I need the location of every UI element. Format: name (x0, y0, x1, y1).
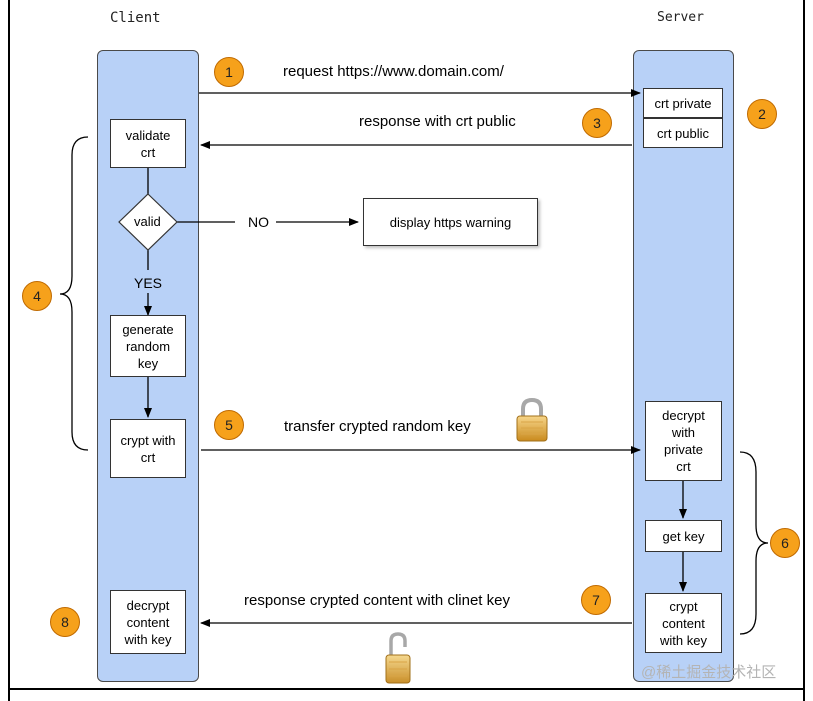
transfer-label: transfer crypted random key (284, 418, 471, 435)
get-key-box: get key (645, 520, 722, 552)
step-4-badge: 4 (22, 281, 52, 311)
validate-crt-box: validate crt (110, 119, 186, 168)
no-label: NO (248, 214, 269, 230)
lock-open-icon (385, 632, 411, 684)
frame-right-border (803, 0, 805, 701)
decrypt-with-private-crt-box: decrypt with private crt (645, 401, 722, 481)
client-lane-title: Client (110, 10, 161, 26)
crypt-with-crt-box: crypt with crt (110, 419, 186, 478)
response-content-label: response crypted content with clinet key (244, 592, 510, 609)
request-label: request https://www.domain.com/ (283, 63, 504, 80)
frame-bottom-border (8, 688, 805, 690)
server-lane (633, 50, 734, 682)
watermark: @稀土掘金技术社区 (641, 664, 777, 681)
frame-left-border (8, 0, 10, 701)
crypt-content-box: crypt content with key (645, 593, 722, 653)
server-lane-title: Server (657, 10, 704, 25)
crt-private-box: crt private (643, 88, 723, 118)
generate-random-key-box: generate random key (110, 315, 186, 377)
step-5-badge: 5 (214, 410, 244, 440)
step-3-badge: 3 (582, 108, 612, 138)
step6-brace (739, 451, 769, 635)
step-8-badge: 8 (50, 607, 80, 637)
valid-label: valid (134, 214, 161, 229)
decrypt-content-box: decrypt content with key (110, 590, 186, 654)
step-2-badge: 2 (747, 99, 777, 129)
yes-label: YES (134, 275, 163, 291)
https-warning-box: display https warning (363, 198, 538, 246)
step4-brace (59, 136, 89, 451)
step-7-badge: 7 (581, 585, 611, 615)
step-1-badge: 1 (214, 57, 244, 87)
lock-closed-icon (516, 397, 548, 442)
step-6-badge: 6 (770, 528, 800, 558)
valid-diamond (118, 193, 178, 251)
crt-public-box: crt public (643, 118, 723, 148)
response-crt-label: response with crt public (359, 113, 516, 130)
